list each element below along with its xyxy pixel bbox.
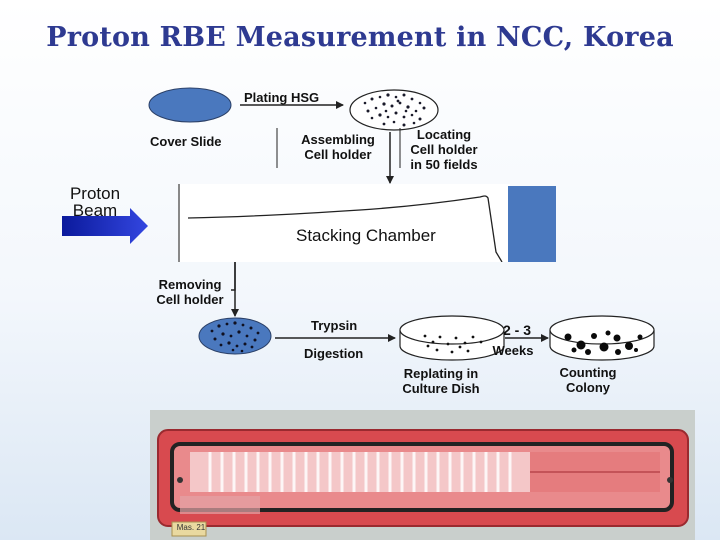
- assembling-label: Assembling Cell holder: [293, 132, 383, 162]
- locating-label: Locating Cell holder in 50 fields: [400, 127, 488, 172]
- colony-dots: [564, 330, 643, 355]
- locating-line-1: Locating: [416, 127, 472, 142]
- chamber-curve: [187, 195, 503, 263]
- replating-label: Replating in Culture Dish: [396, 366, 486, 396]
- replating-dish: [399, 315, 505, 361]
- proton-beam-arrow: [62, 208, 148, 244]
- removed-cell-dots: [210, 321, 260, 353]
- counting-line-1: Counting: [559, 365, 617, 380]
- locating-line-2: Cell holder: [410, 142, 478, 157]
- replated-cell-dots: [423, 334, 483, 354]
- removing-line-1: Removing: [158, 277, 222, 292]
- plating-label: Plating HSG: [244, 90, 320, 105]
- chamber-right-block: [508, 186, 556, 262]
- assembling-line-1: Assembling: [301, 132, 375, 147]
- cover-slide-ellipse: [148, 87, 232, 123]
- cover-slide-label: Cover Slide: [150, 134, 222, 149]
- proton-beam-line-1: Proton: [69, 184, 121, 203]
- trypsin-label: Trypsin: [311, 318, 358, 333]
- chamber-photo-drawing: [150, 410, 695, 540]
- removing-line-2: Cell holder: [156, 292, 224, 307]
- plated-cell-dots: [363, 93, 426, 127]
- counting-line-2: Colony: [565, 380, 611, 395]
- weeks-label: Weeks: [492, 343, 534, 358]
- plated-slide-ellipse: [349, 89, 439, 131]
- removing-label: Removing Cell holder: [150, 277, 230, 307]
- proton-beam-line-2: Beam: [72, 201, 118, 220]
- replating-line-2: Culture Dish: [402, 381, 480, 396]
- stacking-chamber-label: Stacking Chamber: [294, 226, 438, 246]
- digestion-label: Digestion: [304, 346, 364, 361]
- removed-slide-ellipse: [198, 317, 272, 355]
- replating-line-1: Replating in: [403, 366, 479, 381]
- assembling-line-2: Cell holder: [304, 147, 372, 162]
- photo-tag-label: Mas. 21: [176, 523, 206, 532]
- weeks-count-label: 2 - 3: [502, 322, 531, 338]
- chamber-photo: Mas. 21: [150, 410, 695, 540]
- slide-title: Proton RBE Measurement in NCC, Korea: [46, 22, 674, 53]
- proton-beam-label: Proton Beam: [60, 185, 130, 219]
- stacking-chamber-panel: [178, 184, 510, 263]
- counting-label: Counting Colony: [548, 365, 628, 395]
- locating-line-3: in 50 fields: [410, 157, 478, 172]
